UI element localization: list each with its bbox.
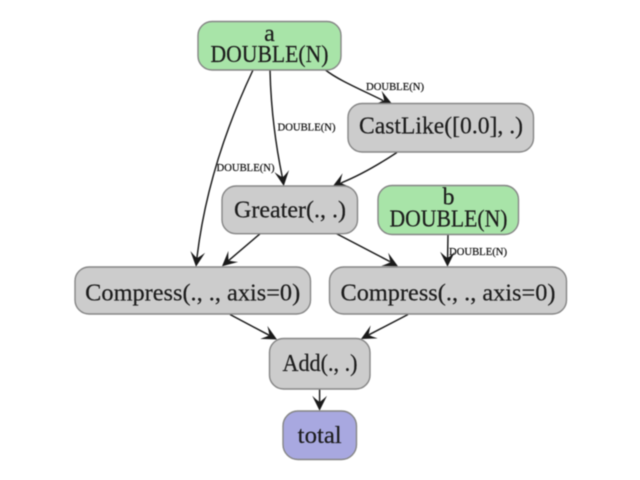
- svg-text:DOUBLE(N): DOUBLE(N): [217, 162, 275, 174]
- svg-text:DOUBLE(N): DOUBLE(N): [449, 246, 507, 258]
- svg-text:a: a: [264, 21, 275, 47]
- svg-text:Compress(., ., axis=0): Compress(., ., axis=0): [341, 281, 556, 307]
- svg-text:CastLike([0.0], .): CastLike([0.0], .): [359, 114, 523, 140]
- svg-text:DOUBLE(N): DOUBLE(N): [211, 42, 329, 68]
- svg-text:DOUBLE(N): DOUBLE(N): [278, 122, 336, 134]
- svg-text:b: b: [443, 184, 455, 210]
- svg-text:Add(., .): Add(., .): [283, 351, 358, 377]
- svg-text:DOUBLE(N): DOUBLE(N): [390, 206, 508, 232]
- svg-text:Compress(., ., axis=0): Compress(., ., axis=0): [85, 281, 300, 307]
- svg-text:Greater(., .): Greater(., .): [234, 198, 346, 224]
- svg-text:total: total: [298, 423, 342, 449]
- svg-text:DOUBLE(N): DOUBLE(N): [366, 81, 424, 93]
